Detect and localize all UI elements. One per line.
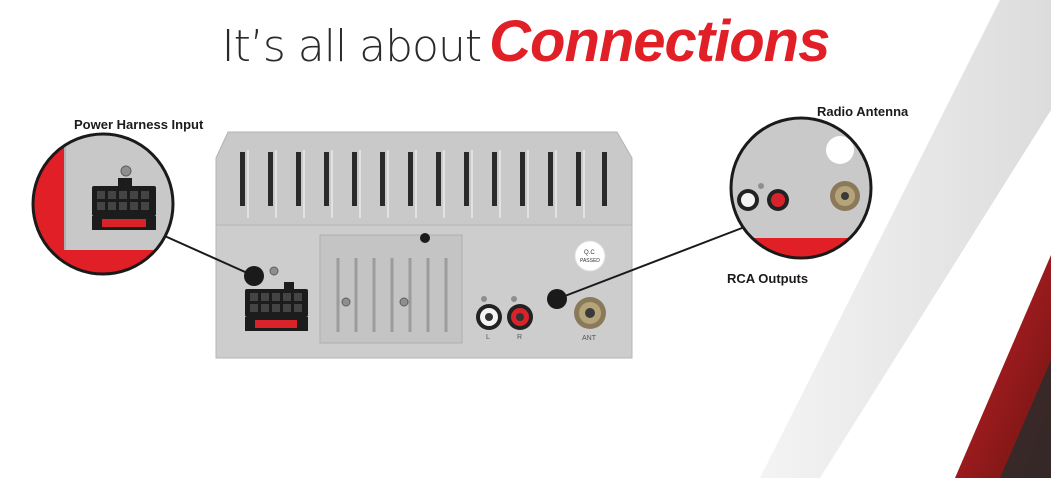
screw-icon — [269, 266, 279, 276]
qc-sticker — [574, 240, 606, 272]
rca-left-marking: L — [486, 334, 490, 341]
qc-sticker-line-2: PASSED — [580, 258, 600, 264]
label-radio-antenna: Radio Antenna — [817, 104, 909, 119]
antenna-port — [574, 297, 606, 329]
callout-leader-power — [157, 232, 255, 277]
grey-stripe — [760, 0, 1051, 478]
headline-prefix: It’s all about — [221, 21, 482, 72]
callout-leader-rca — [556, 227, 743, 300]
power-harness-connector — [245, 282, 308, 331]
antenna-marking: ANT — [582, 335, 597, 342]
rca-right-marking: R — [517, 334, 522, 341]
qc-sticker-line-1: Q.C — [584, 250, 595, 256]
rca-left-jack — [476, 296, 502, 330]
headline-emphasis: Connections — [489, 9, 830, 74]
screw-icon — [341, 297, 351, 307]
mount-hole — [420, 233, 430, 243]
vent-slots — [336, 258, 448, 332]
rca-right-jack — [507, 296, 533, 330]
fin-highlights — [247, 150, 585, 218]
label-power-harness-input: Power Harness Input — [74, 117, 204, 132]
cooling-fins — [240, 152, 607, 206]
label-rca-outputs: RCA Outputs — [727, 271, 809, 286]
dark-stripe — [1000, 360, 1051, 478]
screw-icon — [399, 297, 409, 307]
